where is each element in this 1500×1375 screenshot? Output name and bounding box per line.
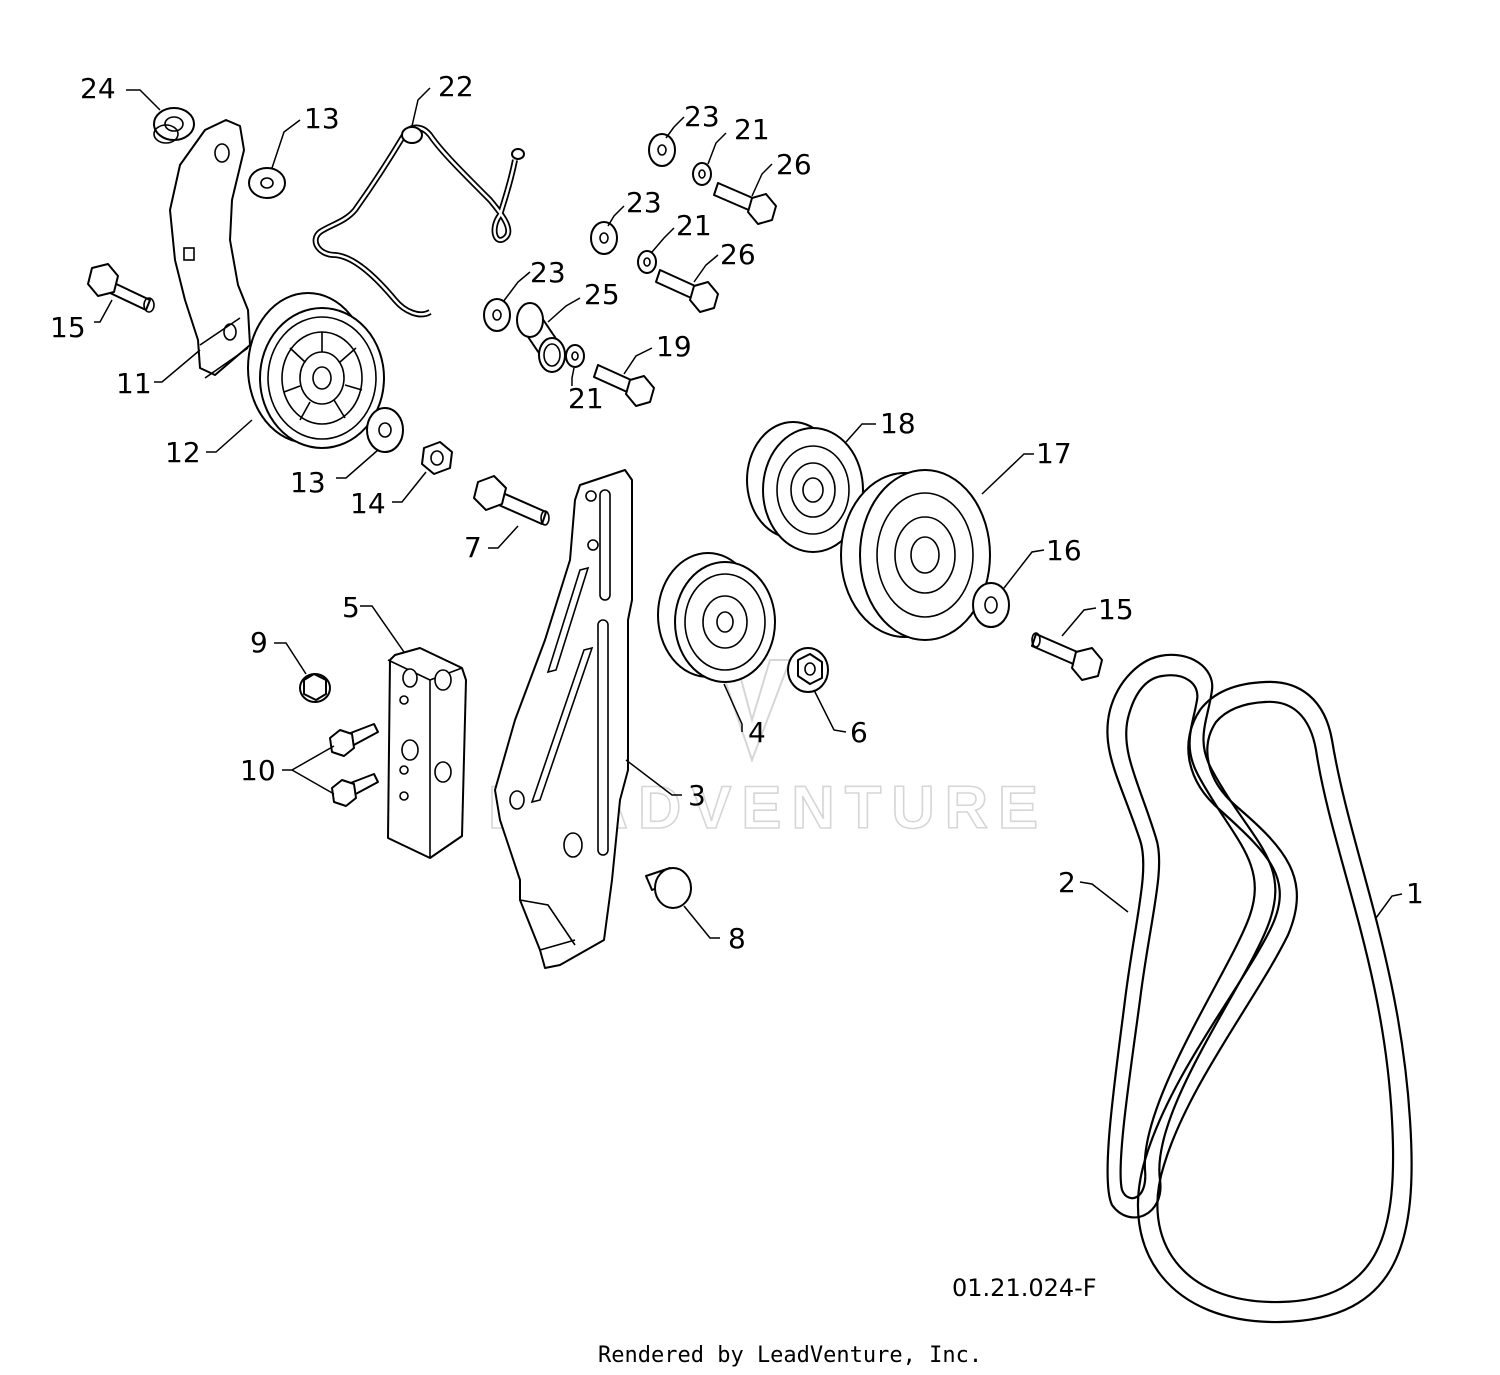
part-6-flange-nut xyxy=(787,647,829,693)
part-20-bolt xyxy=(593,364,655,407)
part-11-idler-arm xyxy=(169,119,251,379)
part-24-bushing xyxy=(153,107,195,144)
part-14-nut xyxy=(421,441,453,475)
callout-13-lower: 13 xyxy=(290,466,326,499)
callout-21-c: 21 xyxy=(568,382,604,415)
callout-14: 14 xyxy=(350,487,386,520)
part-26-bolt-a xyxy=(713,182,777,225)
callout-9: 9 xyxy=(250,626,268,659)
part-18-large-pulley xyxy=(840,469,991,641)
part-21-lockwasher-c xyxy=(565,344,585,368)
part-21-lockwasher-a xyxy=(692,162,712,186)
callout-25: 25 xyxy=(584,278,620,311)
part-13-washer-lower xyxy=(366,407,404,453)
part-23-washer-c xyxy=(483,298,511,332)
callout-21-b: 21 xyxy=(676,209,712,242)
callout-23-b: 23 xyxy=(626,186,662,219)
part-5-plate xyxy=(387,647,467,859)
callout-23-c: 23 xyxy=(530,256,566,289)
callout-2: 2 xyxy=(1058,866,1076,899)
part-21-lockwasher-b xyxy=(637,250,657,274)
callout-3: 3 xyxy=(688,779,706,812)
callout-7: 7 xyxy=(464,531,482,564)
callout-24: 24 xyxy=(80,72,116,105)
callout-21-a: 21 xyxy=(734,113,770,146)
callout-13-upper: 13 xyxy=(304,102,340,135)
callout-4: 4 xyxy=(748,716,766,749)
part-23-washer-a xyxy=(648,133,676,167)
part-2-belt xyxy=(1106,653,1277,1219)
part-10-screw-upper xyxy=(329,723,379,757)
callout-11: 11 xyxy=(116,367,152,400)
callout-12: 12 xyxy=(165,436,201,469)
callout-26-a: 26 xyxy=(776,148,812,181)
part-22-spring-rod xyxy=(312,124,525,318)
part-15-bolt xyxy=(87,263,155,313)
callout-26-b: 26 xyxy=(720,238,756,271)
callout-6: 6 xyxy=(850,716,868,749)
callout-19: 18 xyxy=(880,407,916,440)
part-13-washer-upper xyxy=(248,167,286,199)
callout-17: 16 xyxy=(1046,534,1082,567)
render-credit: Rendered by LeadVenture, Inc. xyxy=(598,1343,982,1368)
drawing-code: 01.21.024-F xyxy=(952,1274,1097,1302)
part-1-belt xyxy=(1136,680,1413,1324)
callout-16: 15 xyxy=(1098,593,1134,626)
callout-20: 19 xyxy=(656,330,692,363)
callout-22: 22 xyxy=(438,70,474,103)
part-25-bushing xyxy=(516,302,566,373)
callout-leaders xyxy=(94,87,1403,939)
part-10-screw-lower xyxy=(331,773,379,807)
callout-10: 10 xyxy=(240,754,276,787)
callout-numbers: 24 13 22 15 11 12 13 14 23 21 26 23 21 2… xyxy=(50,70,1424,955)
part-17-washer xyxy=(972,582,1010,628)
part-26-bolt-b xyxy=(655,269,719,313)
callout-15: 15 xyxy=(50,311,86,344)
part-3-main-bracket xyxy=(494,469,633,969)
part-23-washer-b xyxy=(590,221,618,255)
part-4-idler-pulley xyxy=(657,552,776,683)
part-12-idler-pulley xyxy=(247,292,385,449)
callout-5: 5 xyxy=(342,591,360,624)
callout-1: 1 xyxy=(1406,877,1424,910)
part-8-shoulder-bolt xyxy=(645,867,692,909)
callout-18: 17 xyxy=(1036,437,1072,470)
part-9-flange-nut xyxy=(299,673,331,703)
part-7-bolt xyxy=(473,475,550,526)
callout-23-a: 23 xyxy=(684,100,720,133)
part-19-pulley xyxy=(746,421,864,553)
callout-8: 8 xyxy=(728,922,746,955)
part-16-bolt xyxy=(1031,632,1103,681)
